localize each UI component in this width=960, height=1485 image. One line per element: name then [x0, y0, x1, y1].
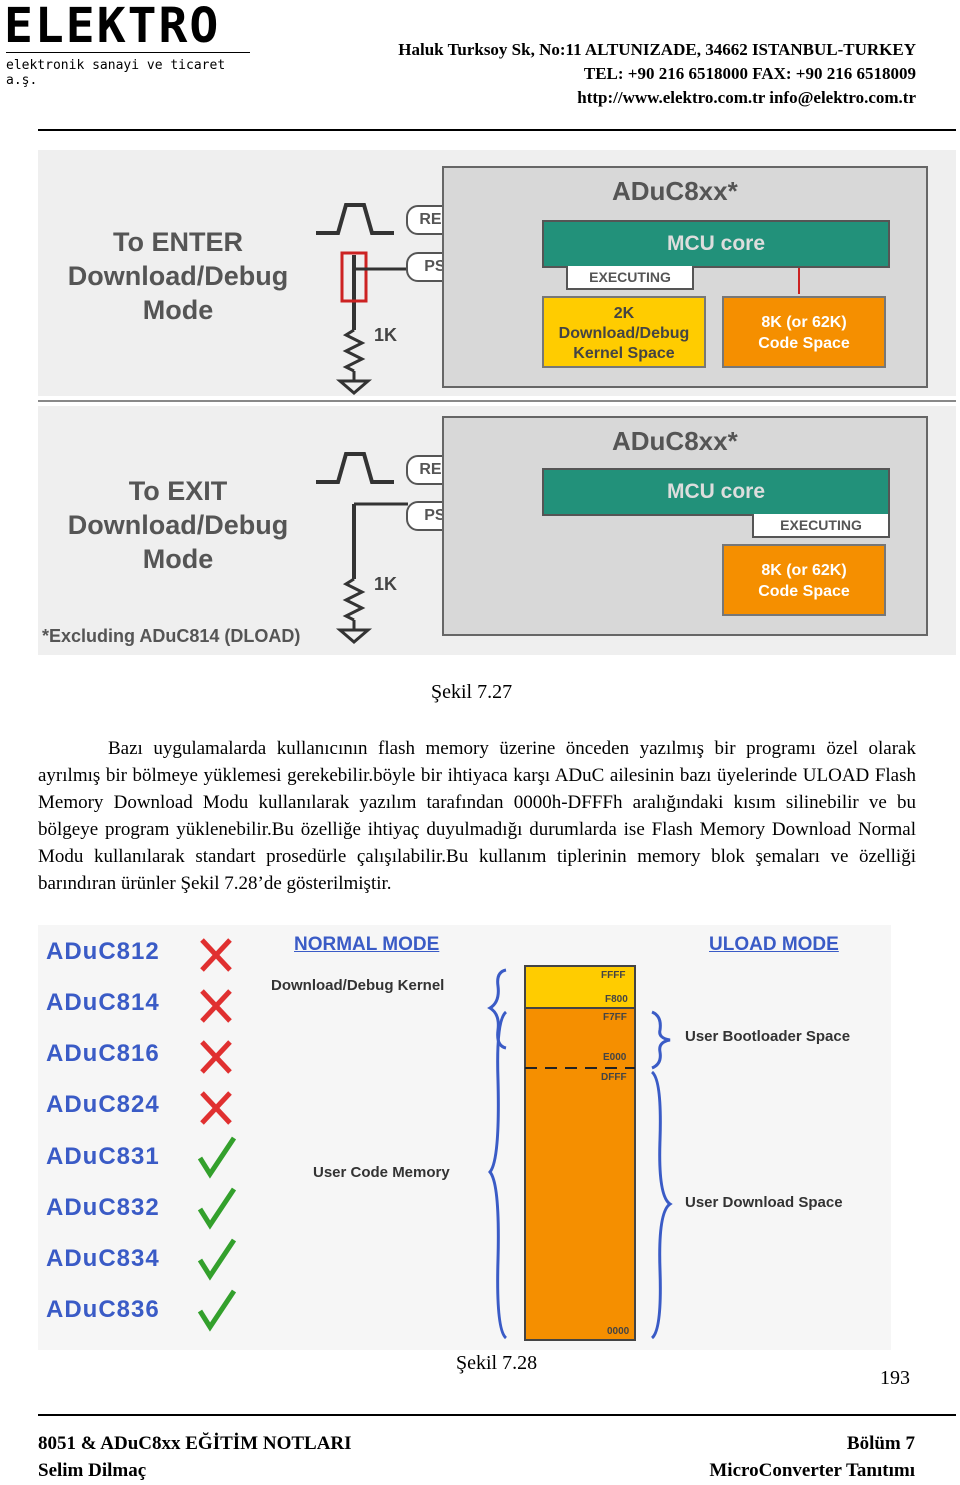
exit-mcu-core: MCU core: [542, 468, 890, 516]
chip-aduc824: ADuC824: [46, 1091, 160, 1118]
exit-mode-title: To EXIT Download/Debug Mode: [67, 476, 289, 574]
check-icon: [197, 1187, 237, 1230]
uload-mode-title: ULOAD MODE: [709, 934, 839, 955]
chip-aduc836: ADuC836: [46, 1296, 160, 1323]
body-paragraph: Bazı uygulamalarda kullanıcının flash me…: [38, 738, 916, 894]
user-brace: [488, 1010, 508, 1340]
header-web-email: http://www.elektro.com.tr info@elektro.c…: [577, 88, 916, 107]
download-label: User Download Space: [685, 1194, 843, 1211]
highlight-box: [340, 251, 368, 303]
figure-7-27: To ENTER Download/Debug Mode 1K RESET PS…: [38, 150, 956, 655]
user-block: [524, 1007, 636, 1341]
header-phone-fax: TEL: +90 216 6518000 FAX: +90 216 651800…: [583, 64, 916, 83]
memory-map: [487, 965, 673, 1341]
logo-text: ELEKTRO: [4, 0, 221, 54]
download-brace: [650, 1070, 673, 1340]
cross-icon: [200, 938, 232, 972]
resistor: [342, 577, 366, 622]
bootloader-brace: [651, 1010, 671, 1070]
support-marks: [197, 938, 237, 1332]
logo-underline: [6, 52, 250, 53]
footer-chapter-title: MicroConverter Tanıtımı: [709, 1460, 915, 1481]
chip-aduc814: ADuC814: [46, 989, 160, 1016]
cross-icon: [200, 989, 232, 1023]
company-logo: ELEKTRO elektronik sanayi ve ticaret a.ş…: [4, 0, 254, 88]
cross-icon: [200, 1040, 232, 1074]
enter-resistor-label: 1K: [374, 325, 398, 345]
reset-pulse: [316, 203, 394, 235]
chip-aduc832: ADuC832: [46, 1194, 160, 1221]
reset-pulse: [316, 452, 394, 484]
addr-e000: E000: [603, 1052, 627, 1063]
cross-icon: [200, 1091, 232, 1125]
kernel-label: Download/Debug Kernel: [271, 977, 445, 994]
enter-mode-title: To ENTER Download/Debug Mode: [67, 227, 289, 325]
exit-code-space: 8K (or 62K) Code Space: [722, 544, 886, 616]
footer-rule: [38, 1414, 956, 1416]
enter-code-space: 8K (or 62K) Code Space: [722, 296, 886, 368]
exit-chip-name: ADuC8xx*: [612, 426, 738, 456]
figure-7-27-caption: Şekil 7.27: [431, 681, 513, 703]
addr-f800: F800: [605, 994, 628, 1005]
chip-aduc812: ADuC812: [46, 938, 160, 965]
enter-mcu-core: MCU core: [542, 220, 890, 268]
figure-7-28: [38, 925, 891, 1350]
header-address: Haluk Turksoy Sk, No:11 ALTUNIZADE, 3466…: [398, 40, 916, 59]
logo-subtitle: elektronik sanayi ve ticaret a.ş.: [6, 58, 226, 88]
ground-icon: [335, 628, 373, 644]
chip-aduc831: ADuC831: [46, 1143, 160, 1170]
header-rule: [38, 129, 956, 131]
page-number: 193: [880, 1367, 910, 1389]
enter-chip-name: ADuC8xx*: [612, 176, 738, 206]
addr-f7ff: F7FF: [603, 1012, 627, 1023]
ground-icon: [335, 379, 373, 395]
panel-divider: [38, 400, 956, 402]
check-icon: [197, 1136, 237, 1179]
footer-chapter: Bölüm 7: [846, 1433, 915, 1454]
figure-7-28-caption: Şekil 7.28: [456, 1352, 538, 1374]
enter-access-arrow: [798, 268, 800, 294]
exit-circuit-diagram: [316, 452, 408, 644]
exit-executing-label: EXECUTING: [752, 514, 890, 538]
enter-executing-label: EXECUTING: [566, 266, 694, 290]
footer-author: Selim Dilmaç: [38, 1460, 147, 1481]
enter-kernel-space: 2K Download/Debug Kernel Space: [542, 296, 706, 368]
addr-0000: 0000: [607, 1326, 630, 1337]
bootloader-label: User Bootloader Space: [685, 1028, 851, 1045]
footer-course-title: 8051 & ADuC8xx EĞİTİM NOTLARI: [38, 1433, 352, 1454]
addr-ffff: FFFF: [601, 970, 626, 981]
check-icon: [197, 1289, 237, 1332]
chip-aduc834: ADuC834: [46, 1245, 160, 1272]
enter-circuit-diagram: [316, 203, 408, 395]
exit-resistor-label: 1K: [374, 574, 398, 594]
chip-aduc816: ADuC816: [46, 1040, 160, 1067]
addr-dfff: DFFF: [601, 1072, 627, 1083]
user-code-label: User Code Memory: [313, 1164, 450, 1181]
excluding-footnote: *Excluding ADuC814 (DLOAD): [42, 626, 301, 646]
resistor: [342, 328, 366, 373]
normal-mode-title: NORMAL MODE: [294, 934, 440, 955]
check-icon: [197, 1238, 237, 1281]
